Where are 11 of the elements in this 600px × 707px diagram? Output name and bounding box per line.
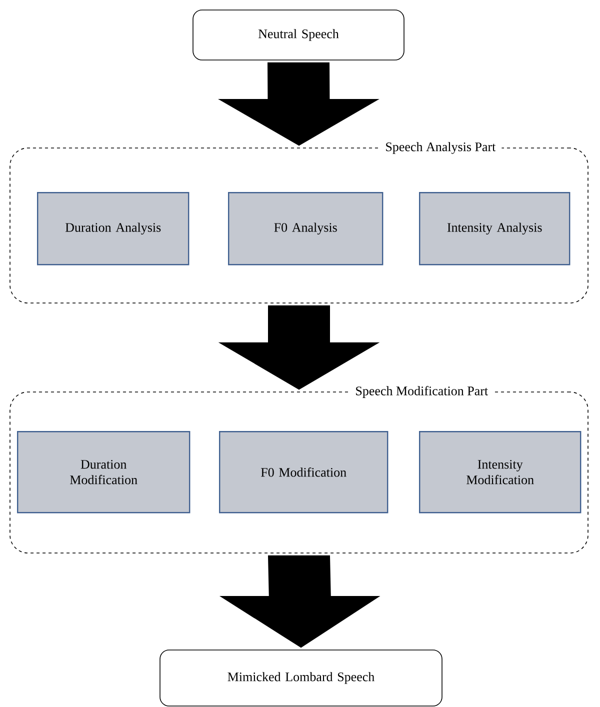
process-box: F0 Modification: [219, 431, 388, 514]
block-arrow: [218, 62, 380, 146]
terminal-box: Mimicked Lombard Speech: [160, 650, 442, 706]
block-arrow: [219, 555, 380, 648]
process-box: Intensity Modification: [419, 431, 582, 514]
block-arrow: [218, 305, 380, 390]
process-box: Intensity Analysis: [419, 192, 570, 266]
process-box: Duration Analysis: [37, 192, 190, 266]
process-box: Duration Modification: [17, 431, 190, 514]
terminal-box: Neutral Speech: [192, 10, 404, 60]
process-box: F0 Analysis: [228, 192, 384, 266]
